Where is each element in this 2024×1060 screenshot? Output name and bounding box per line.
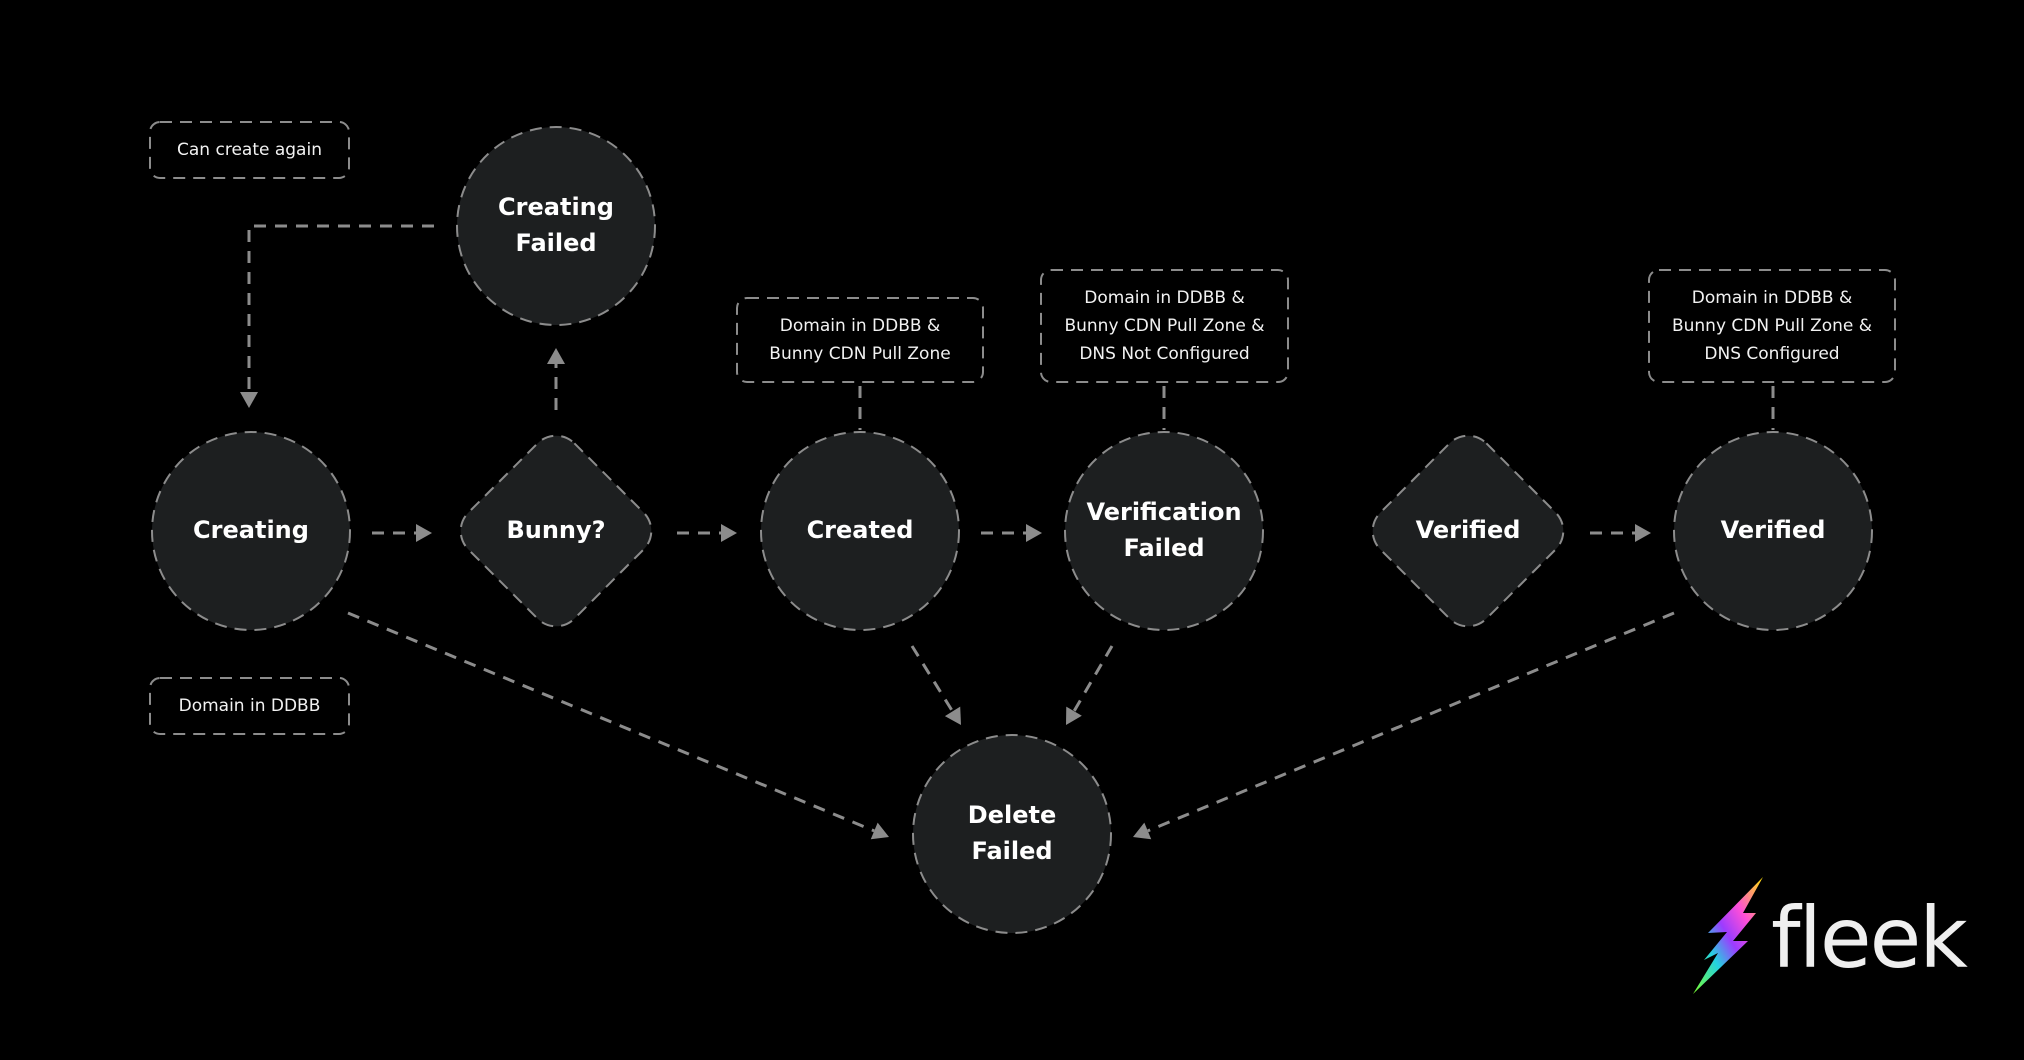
note-label: Can create again — [177, 140, 322, 160]
edges-layer — [240, 224, 1775, 840]
brand-name: fleek — [1771, 889, 1968, 987]
note-label: Bunny CDN Pull Zone — [769, 344, 950, 364]
arrow-head-icon — [944, 706, 961, 725]
note-label: Domain in DDBB — [179, 696, 321, 716]
edge-bunny-to-created — [677, 524, 737, 542]
edge-line — [910, 645, 954, 713]
arrow-head-icon — [1635, 524, 1651, 542]
node-verified[interactable]: Verified — [1673, 431, 1873, 631]
node-label: Delete — [968, 801, 1056, 829]
arrow-head-icon — [870, 822, 889, 840]
arrow-head-icon — [416, 524, 432, 542]
state-circle — [760, 431, 960, 631]
edge-created-to-verification-failed — [981, 524, 1042, 542]
node-label: Created — [807, 516, 914, 544]
edge-verified-check-to-verified — [1590, 524, 1651, 542]
state-circle — [456, 126, 656, 326]
state-circle — [151, 431, 351, 631]
node-label: Creating — [498, 193, 614, 221]
note-label: Domain in DDBB & — [780, 316, 940, 336]
edge-bunny-to-creating-failed — [547, 348, 565, 410]
edge-line — [247, 224, 434, 392]
lightning-bolt-icon — [1693, 877, 1763, 994]
node-label: Verified — [1721, 516, 1826, 544]
note-box — [149, 121, 350, 179]
node-label: Creating — [193, 516, 309, 544]
node-created[interactable]: Created — [760, 431, 960, 631]
arrow-head-icon — [1026, 524, 1042, 542]
edge-creating-to-bunny — [372, 524, 432, 542]
edge-created-to-delete-failed — [910, 645, 961, 725]
node-creating[interactable]: Creating — [151, 431, 351, 631]
note-created-state: Domain in DDBB & Bunny CDN Pull Zone — [736, 297, 984, 383]
node-verified-check[interactable]: Verified — [1362, 425, 1574, 637]
edge-line — [1072, 645, 1114, 712]
edge-line — [1147, 611, 1675, 833]
edge-verification-failed-to-delete-failed — [1066, 645, 1114, 725]
decision-diamond — [459, 434, 653, 628]
node-label: Verified — [1416, 516, 1521, 544]
note-verification-failed-state: Domain in DDBB & Bunny CDN Pull Zone & DNS… — [1040, 269, 1289, 383]
node-label: Failed — [515, 229, 596, 257]
node-label: Failed — [971, 837, 1052, 865]
node-bunny[interactable]: Bunny? — [450, 425, 662, 637]
note-label: Bunny CDN Pull Zone & — [1064, 316, 1264, 336]
note-label: DNS Configured — [1704, 344, 1839, 364]
note-domain-in-ddbb: Domain in DDBB — [149, 677, 350, 735]
node-label: Failed — [1123, 534, 1204, 562]
state-circle — [912, 734, 1112, 934]
note-box — [149, 677, 350, 735]
node-label: Bunny? — [506, 516, 605, 544]
edge-creating-to-delete-failed — [347, 611, 889, 840]
note-label: Domain in DDBB & — [1692, 288, 1852, 308]
state-circle — [1673, 431, 1873, 631]
note-box — [1648, 269, 1896, 383]
arrow-head-icon — [721, 524, 737, 542]
arrow-head-icon — [240, 392, 258, 408]
brand-logo: fleek — [1693, 877, 1970, 994]
arrow-head-icon — [1066, 706, 1082, 725]
arrow-head-icon — [1133, 822, 1152, 840]
state-circle — [1064, 431, 1264, 631]
note-box — [1040, 269, 1289, 383]
note-verified-state: Domain in DDBB & Bunny CDN Pull Zone & DNS… — [1648, 269, 1896, 383]
edge-verified-to-delete-failed — [1133, 611, 1675, 840]
note-label: Domain in DDBB & — [1084, 288, 1244, 308]
edge-creating-failed-to-creating — [240, 224, 434, 408]
note-label: DNS Not Configured — [1079, 344, 1249, 364]
node-label: Verification — [1086, 498, 1241, 526]
arrow-head-icon — [547, 348, 565, 364]
edge-line — [347, 611, 875, 833]
note-label: Bunny CDN Pull Zone & — [1672, 316, 1872, 336]
note-box — [736, 297, 984, 383]
decision-diamond — [1371, 434, 1565, 628]
note-can-create-again: Can create again — [149, 121, 350, 179]
